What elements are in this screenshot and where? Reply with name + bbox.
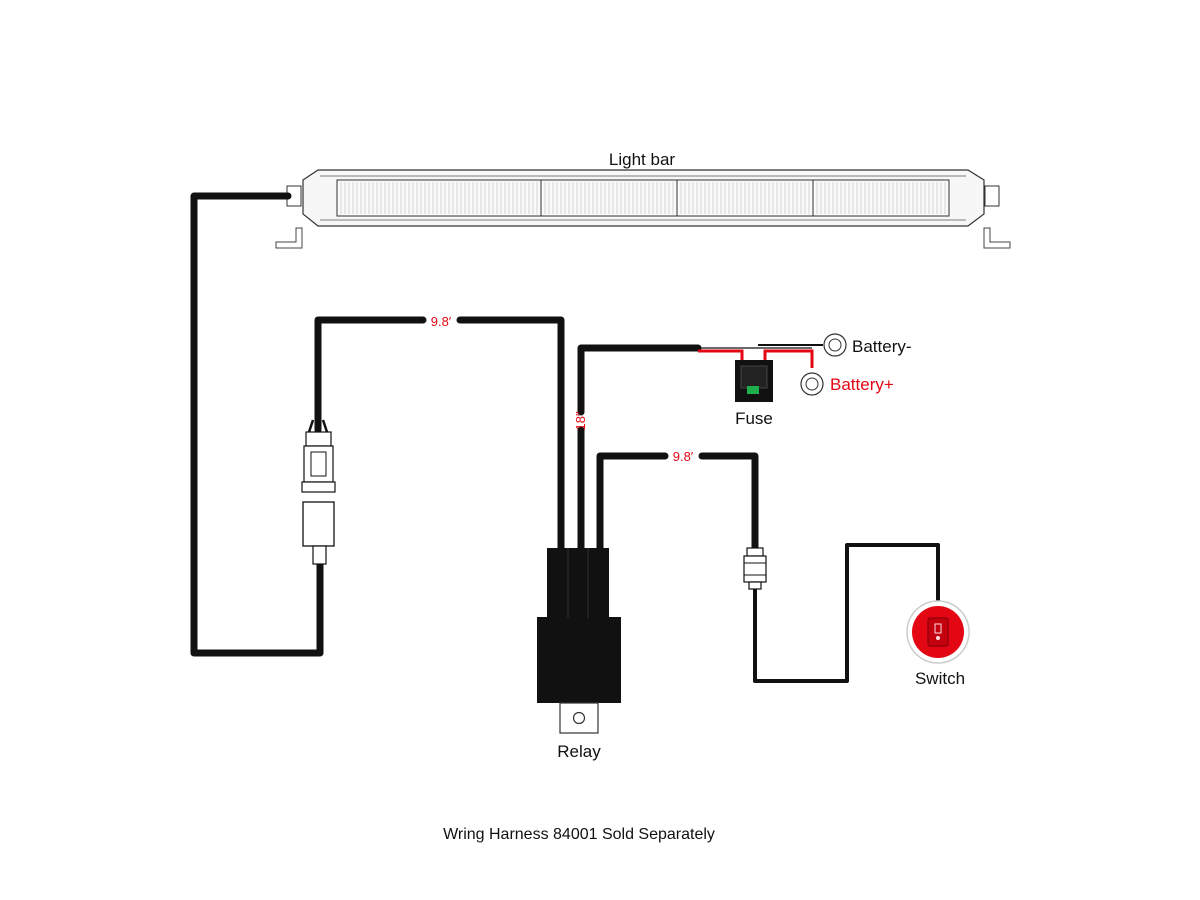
light-bar-label: Light bar	[609, 150, 675, 169]
switch-rocker	[927, 617, 949, 647]
fuse-blade	[747, 386, 759, 394]
switch-label: Switch	[915, 669, 965, 688]
length-label-top: 9.8′	[431, 314, 452, 329]
power-wire	[577, 344, 702, 552]
relay-lower-body	[537, 617, 621, 703]
relay-label: Relay	[557, 742, 601, 761]
light-bar-left-bracket	[275, 227, 303, 249]
switch-wire	[596, 452, 759, 552]
battery-negative-label: Battery-	[852, 337, 912, 356]
battery-positive-terminal: Battery+	[800, 372, 894, 396]
switch-loop-wire	[753, 543, 940, 683]
length-label-power: 18″	[573, 411, 588, 430]
relay-upper-body	[547, 548, 609, 618]
fuse-assembly: Fuse	[698, 344, 823, 428]
light-connector	[301, 419, 336, 565]
light-bar-right-plug	[984, 185, 1000, 207]
battery-negative-terminal: Battery-	[823, 333, 912, 357]
rocker-switch: Switch	[906, 600, 970, 688]
relay: Relay	[537, 548, 621, 761]
light-bar-right-bracket	[983, 227, 1011, 249]
diagram-caption: Wring Harness 84001 Sold Separately	[443, 826, 715, 843]
light-bar-lens	[336, 179, 950, 217]
fuse-label: Fuse	[735, 409, 773, 428]
light-bar-wire	[190, 192, 324, 657]
harness-wire-to-light	[314, 316, 565, 552]
length-label-switch: 9.8′	[673, 449, 694, 464]
light-bar: Light bar	[275, 150, 1011, 249]
positive-wire	[698, 349, 814, 368]
battery-positive-label: Battery+	[830, 375, 894, 394]
switch-connector	[743, 547, 767, 590]
